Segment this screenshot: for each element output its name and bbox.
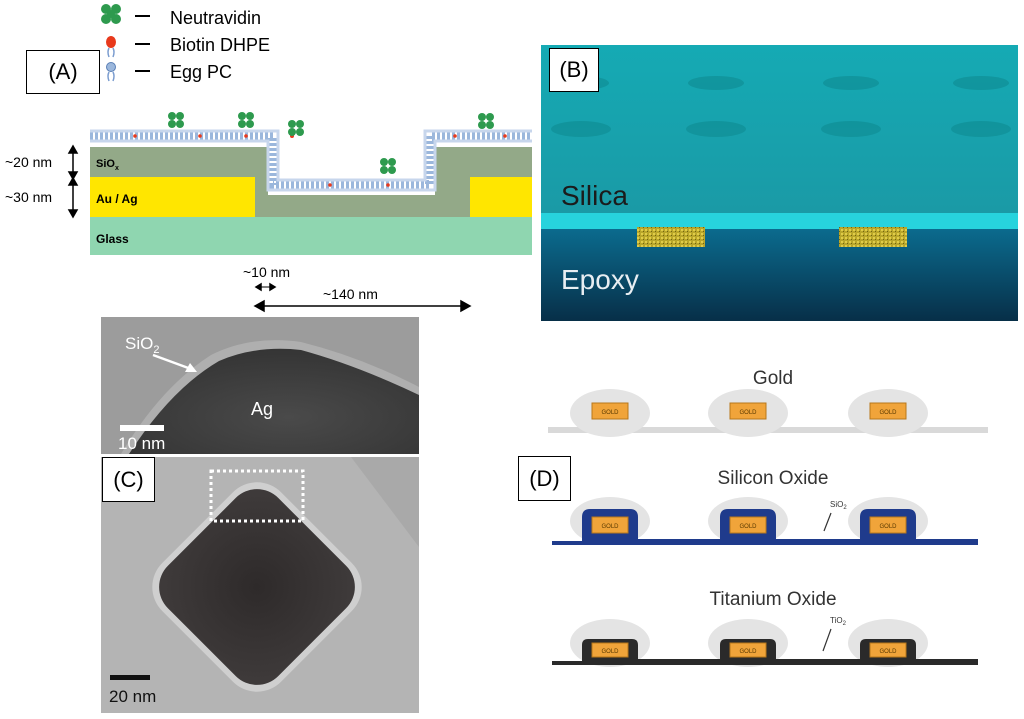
metal-layer-right [470,177,532,217]
gold-row-particles [570,389,928,437]
scale-label-top: 10 nm [118,434,165,453]
tem-shade [351,457,419,547]
sio2-row-particles [552,497,978,545]
ag-label: Ag [251,399,273,419]
width-arrows [253,282,472,313]
chip-label: GOLD [601,649,619,655]
metal-thickness: ~30 nm [5,189,52,205]
chip-label: GOLD [739,410,757,416]
panel-b-label: (B) [549,48,599,92]
panel-b-render: Silica Epoxy [541,45,1018,321]
panel-d-label: (D) [518,456,571,501]
ag-core [129,348,419,454]
zoom-region-box [209,469,305,523]
oxide-arrow [152,353,192,371]
chip-label: GOLD [879,649,897,655]
oxide-arrowhead [185,363,197,372]
image-divider [101,454,419,457]
chip-label: GOLD [601,410,619,416]
nanocube-core [159,489,355,685]
oxide-label: SiO2 [125,334,159,356]
egg-pc-icon [106,62,116,82]
thickness-arrows [67,144,79,219]
epoxy-label: Epoxy [561,264,639,295]
siox-layer [90,147,532,217]
panel-d: Gold GOLD GOLD GOLD Silicon Oxide GOLD G… [518,355,998,695]
lipid-bilayer-inner [90,139,532,192]
row-title-gold: Gold [753,368,793,389]
panel-a: Neutravidin Biotin DHPE Egg PC SiOx [0,0,540,320]
scale-bar-bottom [110,675,150,680]
epoxy-region [541,229,1018,321]
metal-label: Au / Ag [96,192,138,206]
panel-b: Silica Epoxy (B) [541,45,1018,321]
glass-layer [90,217,532,255]
gold-particle [637,227,705,247]
panel-a-label: (A) [26,50,100,94]
chip-label: GOLD [601,524,619,530]
tio2-pointer [822,628,832,652]
panel-c-tem: SiO2 Ag 10 nm 20 nm [101,317,419,713]
siox-label: SiOx [96,158,119,172]
chip-label: GOLD [879,410,897,416]
gap-dimension: ~10 nm [243,264,290,280]
biotin-dhpe-icon [106,36,116,58]
chip-label: GOLD [879,524,897,530]
metal-layer-left [90,177,255,217]
chip-label: GOLD [739,649,757,655]
scale-label-bottom: 20 nm [109,687,156,706]
tio2-annotation: TiO2 [830,616,847,627]
panel-c: SiO2 Ag 10 nm 20 nm (C) [101,317,419,713]
sio2-annotation: SiO2 [830,500,847,511]
lipid-bilayer [90,131,532,190]
legend-neutravidin: Neutravidin [170,8,261,28]
lipid-bilayer-outer [90,129,532,182]
silica-region [541,45,1018,213]
row-title-silicon-oxide: Silicon Oxide [718,468,829,489]
panel-c-label: (C) [102,457,155,502]
panel-a-diagram: Neutravidin Biotin DHPE Egg PC SiOx [5,4,532,313]
silica-label: Silica [561,180,628,211]
legend-biotin: Biotin DHPE [170,35,270,55]
neutravidin-icon [101,4,121,24]
legend-egg-pc: Egg PC [170,62,232,82]
gold-particle [839,227,907,247]
tio2-row-particles [552,619,978,667]
scale-bar-top [120,425,164,431]
width-dimension: ~140 nm [323,286,378,302]
row-title-titanium-oxide: Titanium Oxide [709,589,836,610]
chip-label: GOLD [739,524,757,530]
panel-d-schematic: Gold GOLD GOLD GOLD Silicon Oxide GOLD G… [548,355,998,695]
glass-label: Glass [96,232,129,246]
siox-thickness: ~20 nm [5,154,52,170]
sio2-pointer [823,512,832,532]
neutravidin-markers [168,112,494,174]
interface-layer [541,213,1018,229]
